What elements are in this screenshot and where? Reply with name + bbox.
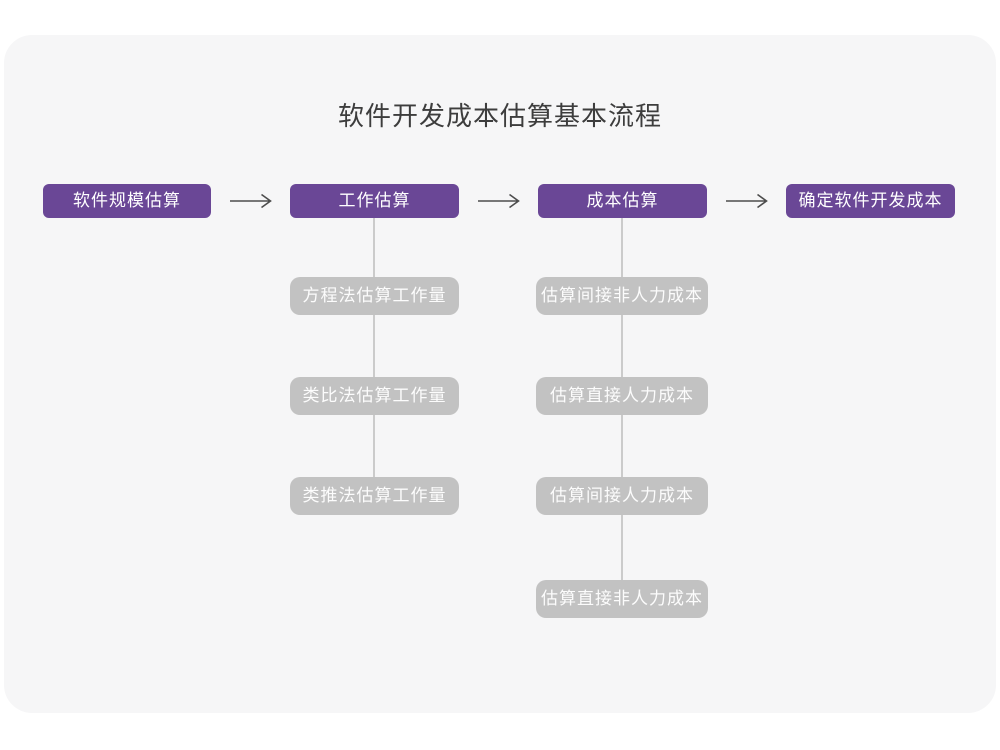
cost-component-box-direct-labor: 估算直接人力成本	[536, 377, 708, 415]
diagram-card	[4, 35, 996, 713]
stage-box-cost-estimation: 成本估算	[538, 184, 707, 218]
stage-box-size-estimation: 软件规模估算	[43, 184, 211, 218]
arrow-right-icon	[230, 193, 272, 209]
cost-component-box-indirect-labor: 估算间接人力成本	[536, 477, 708, 515]
cost-component-box-indirect-nonlabor: 估算间接非人力成本	[536, 277, 708, 315]
arrow-right-icon	[478, 193, 520, 209]
effort-method-box-extrapolation: 类推法估算工作量	[290, 477, 459, 515]
connector-line-effort	[373, 218, 375, 498]
effort-method-box-analogy: 类比法估算工作量	[290, 377, 459, 415]
arrow-right-icon	[726, 193, 768, 209]
stage-box-effort-estimation: 工作估算	[290, 184, 459, 218]
stage-box-final-cost: 确定软件开发成本	[786, 184, 955, 218]
diagram-title: 软件开发成本估算基本流程	[337, 101, 662, 131]
cost-component-box-direct-nonlabor: 估算直接非人力成本	[536, 580, 708, 618]
effort-method-box-equation: 方程法估算工作量	[290, 277, 459, 315]
